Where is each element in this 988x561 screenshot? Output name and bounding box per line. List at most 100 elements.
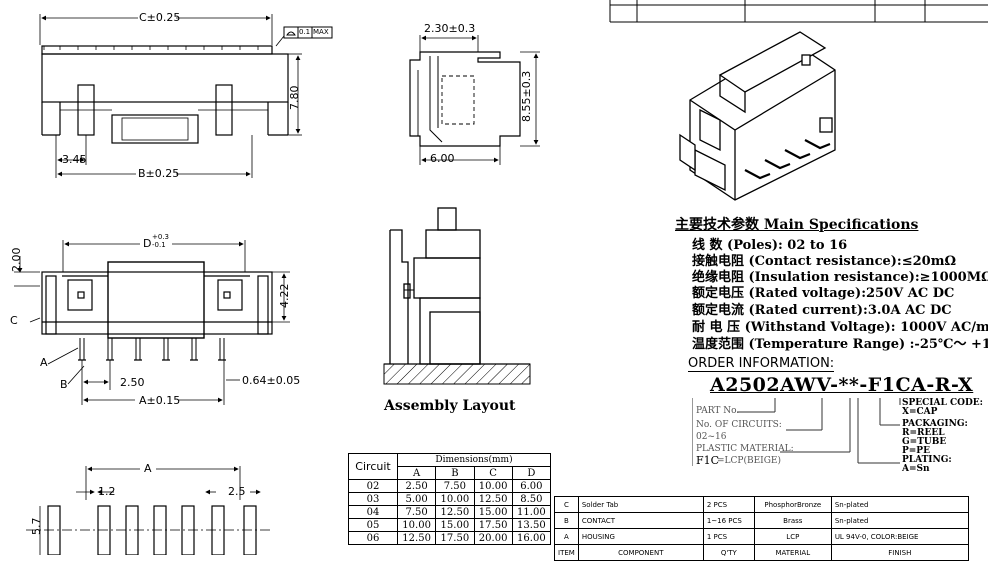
bom-qty: 1 PCS	[702, 528, 755, 545]
bom-item: ITEM	[554, 544, 579, 561]
side-view	[409, 35, 540, 165]
side-dim-height: 8.55±0.3	[520, 70, 533, 122]
bom-component: COMPONENT	[577, 544, 704, 561]
side-dim-bottom: 6.00	[430, 152, 455, 165]
order-pack-r: R=REEL	[902, 428, 945, 438]
bom-qty: 2 PCS	[702, 496, 755, 513]
bom-material: PhosphorBronze	[753, 496, 832, 513]
bom-finish: UL 94V-0, COLOR:BEIGE	[830, 528, 969, 545]
pcb-dim-pitch: 2.50	[120, 376, 145, 389]
cell-d: 16.00	[511, 531, 552, 545]
cell-d: 6.00	[511, 479, 552, 493]
cell-circuit: 02	[348, 479, 398, 493]
order-special-x: X=CAP	[902, 407, 938, 417]
bom-table: C Solder Tab 2 PCS PhosphorBronze Sn-pla…	[554, 496, 969, 561]
flatness-value: 0.1	[299, 28, 311, 36]
bom-material: MATERIAL	[753, 544, 832, 561]
table-row: 02 2.50 7.50 10.00 6.00	[348, 479, 552, 493]
cell-a: 12.50	[396, 531, 437, 545]
footprint-dim-left: 1.2	[98, 485, 116, 498]
cell-c: 15.00	[473, 505, 513, 519]
order-part-number: A2502AWV-**-F1CA-R-X	[710, 374, 974, 396]
order-heading: ORDER INFORMATION:	[688, 356, 835, 372]
order-material-text: =LCP(BEIGE)	[717, 456, 781, 466]
cell-a: 5.00	[396, 492, 437, 506]
cell-c: 10.00	[473, 479, 513, 493]
bom-item: B	[554, 512, 579, 529]
pcb-dim-d-minus: -0.1	[152, 241, 166, 249]
side-dim-top: 2.30±0.3	[424, 22, 476, 35]
bom-component: CONTACT	[577, 512, 704, 529]
spec-contact-resistance: 接触电阻 (Contact resistance):≤20mΩ	[692, 254, 957, 269]
cell-b: 7.50	[435, 479, 475, 493]
order-circuits-range: 02~16	[696, 432, 727, 442]
cell-a: 2.50	[396, 479, 437, 493]
col-c: C	[473, 466, 513, 480]
cell-b: 10.00	[435, 492, 475, 506]
spec-insulation-resistance: 绝缘电阻 (Insulation resistance):≥1000MΩ	[692, 270, 988, 285]
pcb-dim-left: 2.00	[10, 247, 23, 273]
bom-row: B CONTACT 1~16 PCS Brass Sn-plated	[554, 512, 969, 529]
front-dim-height: 7.80	[288, 85, 301, 111]
bom-component: HOUSING	[577, 528, 704, 545]
order-special-code: SPECIAL CODE:	[902, 398, 983, 408]
spec-temperature-range: 温度范围 (Temperature Range) :-25℃～ +105℃	[692, 337, 988, 352]
table-header-row: Circuit Dimensions(mm)	[348, 453, 551, 480]
top-right-table-fragment	[609, 0, 988, 23]
cell-d: 11.00	[511, 505, 552, 519]
order-pack-g: G=TUBE	[902, 437, 947, 447]
cell-circuit: 05	[348, 518, 398, 532]
pcb-label-c: C	[10, 314, 18, 327]
table-row: 05 10.00 15.00 17.50 13.50	[348, 518, 552, 532]
col-a: A	[396, 466, 437, 480]
order-pack-p: P=PE	[902, 446, 930, 456]
col-b: B	[435, 466, 475, 480]
footprint-view	[26, 466, 270, 555]
bom-item: C	[554, 496, 579, 513]
pcb-label-a: A	[40, 356, 48, 369]
cell-c: 12.50	[473, 492, 513, 506]
bom-qty: 1~16 PCS	[702, 512, 755, 529]
spec-withstand-voltage: 耐 电 压 (Withstand Voltage): 1000V AC/minu…	[692, 320, 988, 335]
assembly-view	[383, 207, 531, 385]
footprint-dim-vert: 5.7	[30, 517, 43, 536]
header-circuit: Circuit	[348, 453, 398, 480]
flatness-max: MAX	[313, 28, 329, 36]
cell-b: 15.00	[435, 518, 475, 532]
cell-d: 8.50	[511, 492, 552, 506]
cell-b: 12.50	[435, 505, 475, 519]
bom-header-row: ITEM COMPONENT Q'TY MATERIAL FINISH	[554, 544, 969, 561]
spec-title: 主要技术参数 Main Specifications	[675, 217, 919, 233]
order-circuits-label: No. OF CIRCUITS:	[696, 420, 782, 430]
order-plating-a: A=Sn	[902, 464, 930, 474]
dimensions-table: Circuit Dimensions(mm) A B C D 02 2.50 7…	[348, 453, 552, 545]
spec-rated-current: 额定电流 (Rated current):3.0A AC DC	[692, 303, 952, 318]
pcb-dim-right: 4.22	[278, 283, 291, 309]
bom-material: Brass	[753, 512, 832, 529]
order-packaging: PACKAGING:	[902, 419, 968, 429]
col-d: D	[511, 466, 552, 480]
bom-finish: Sn-plated	[830, 496, 969, 513]
bom-item: A	[554, 528, 579, 545]
bom-row: C Solder Tab 2 PCS PhosphorBronze Sn-pla…	[554, 496, 969, 513]
table-row: 06 12.50 17.50 20.00 16.00	[348, 531, 552, 545]
isometric-view	[679, 31, 836, 201]
cell-circuit: 04	[348, 505, 398, 519]
cell-circuit: 06	[348, 531, 398, 545]
pcb-view	[14, 240, 290, 405]
pcb-dim-pin: 0.64±0.05	[242, 374, 301, 387]
cell-a: 7.50	[396, 505, 437, 519]
spec-poles: 线 数 (Poles): 02 to 16	[692, 238, 848, 253]
assembly-caption: Assembly Layout	[384, 398, 516, 414]
front-dim-c: C±0.25	[139, 11, 181, 24]
cell-c: 20.00	[473, 531, 513, 545]
bom-component: Solder Tab	[577, 496, 704, 513]
bom-finish: FINISH	[830, 544, 969, 561]
table-row: 03 5.00 10.00 12.50 8.50	[348, 492, 552, 506]
front-view	[39, 14, 333, 178]
bom-material: LCP	[753, 528, 832, 545]
order-plating: PLATING:	[902, 455, 952, 465]
pcb-dim-d: D	[143, 237, 152, 250]
bom-finish: Sn-plated	[830, 512, 969, 529]
